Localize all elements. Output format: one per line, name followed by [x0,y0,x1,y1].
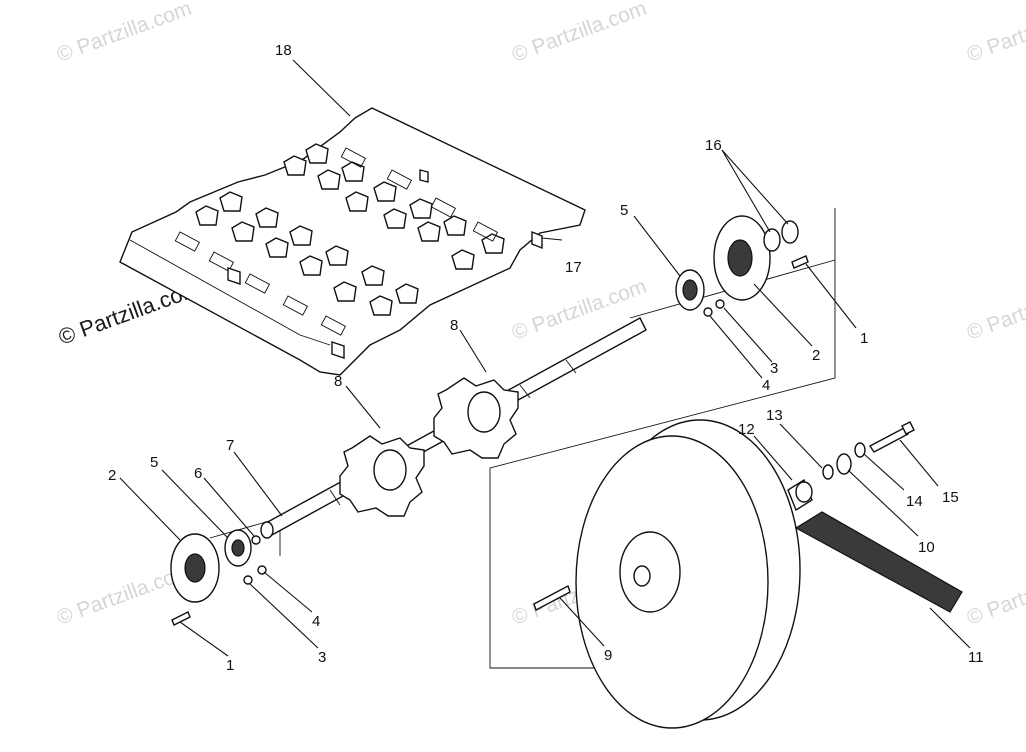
part-bolt-right [791,255,809,269]
callout-8: 8 [334,373,342,390]
callout-9: 9 [604,647,612,664]
part-washer-6 [251,535,261,545]
watermark-text: © Partzilla.com [964,275,1026,345]
callout-12: 12 [738,421,755,438]
watermark-text: © Partzilla.com [509,0,650,67]
callout-16: 16 [705,137,722,154]
part-sprocket-left [339,435,425,517]
callout-2: 2 [108,467,116,484]
part-bearing-flange-right [713,215,771,301]
callout-4: 4 [312,613,320,630]
track-windows [174,147,499,336]
callout-1: 1 [226,657,234,674]
part-rings-16 [763,220,799,252]
part-key [533,584,571,612]
track-clip [227,267,241,285]
part-nut-washer-right [703,299,725,317]
track-clip-17 [531,230,543,250]
part-washer-13 [822,464,834,480]
callout-18: 18 [275,42,292,59]
part-nut-washer-left [243,565,267,585]
callout-labels: 18 16 5 17 1 2 3 4 8 8 13 12 15 14 10 2 … [108,42,984,674]
callout-8: 8 [450,317,458,334]
callout-7: 7 [226,437,234,454]
callout-1: 1 [860,330,868,347]
callout-2: 2 [812,347,820,364]
part-track-plate [119,107,586,376]
part-bearing-left [224,529,252,567]
callout-10: 10 [918,539,935,556]
part-track-11 [794,511,963,613]
part-idler-wheel [575,419,801,729]
part-washer-14 [854,442,866,458]
callout-15: 15 [942,489,959,506]
callout-5: 5 [620,202,628,219]
callout-14: 14 [906,493,923,510]
track-clip [331,341,345,359]
watermark-text: © Partzilla.com [964,0,1026,67]
watermark-text: © Partzilla.com [54,0,195,67]
callout-11: 11 [968,649,984,666]
part-spacer-12 [787,478,813,512]
part-bolt-left [171,611,191,626]
callout-6: 6 [194,465,202,482]
part-bearing-right [675,269,705,311]
track-cleats [195,143,505,316]
watermark-text: © Partzilla.com [964,560,1026,630]
callout-3: 3 [318,649,326,666]
track-clip [419,169,429,183]
part-bearing-flange-left [170,533,220,603]
callout-3: 3 [770,360,778,377]
part-sprocket-right [433,377,519,459]
callout-17: 17 [565,259,582,276]
callout-13: 13 [766,407,783,424]
leader-lines [119,59,971,657]
part-washer-10 [836,453,852,475]
callout-5: 5 [150,454,158,471]
callout-4: 4 [762,377,770,394]
part-bolt-15 [868,421,915,453]
